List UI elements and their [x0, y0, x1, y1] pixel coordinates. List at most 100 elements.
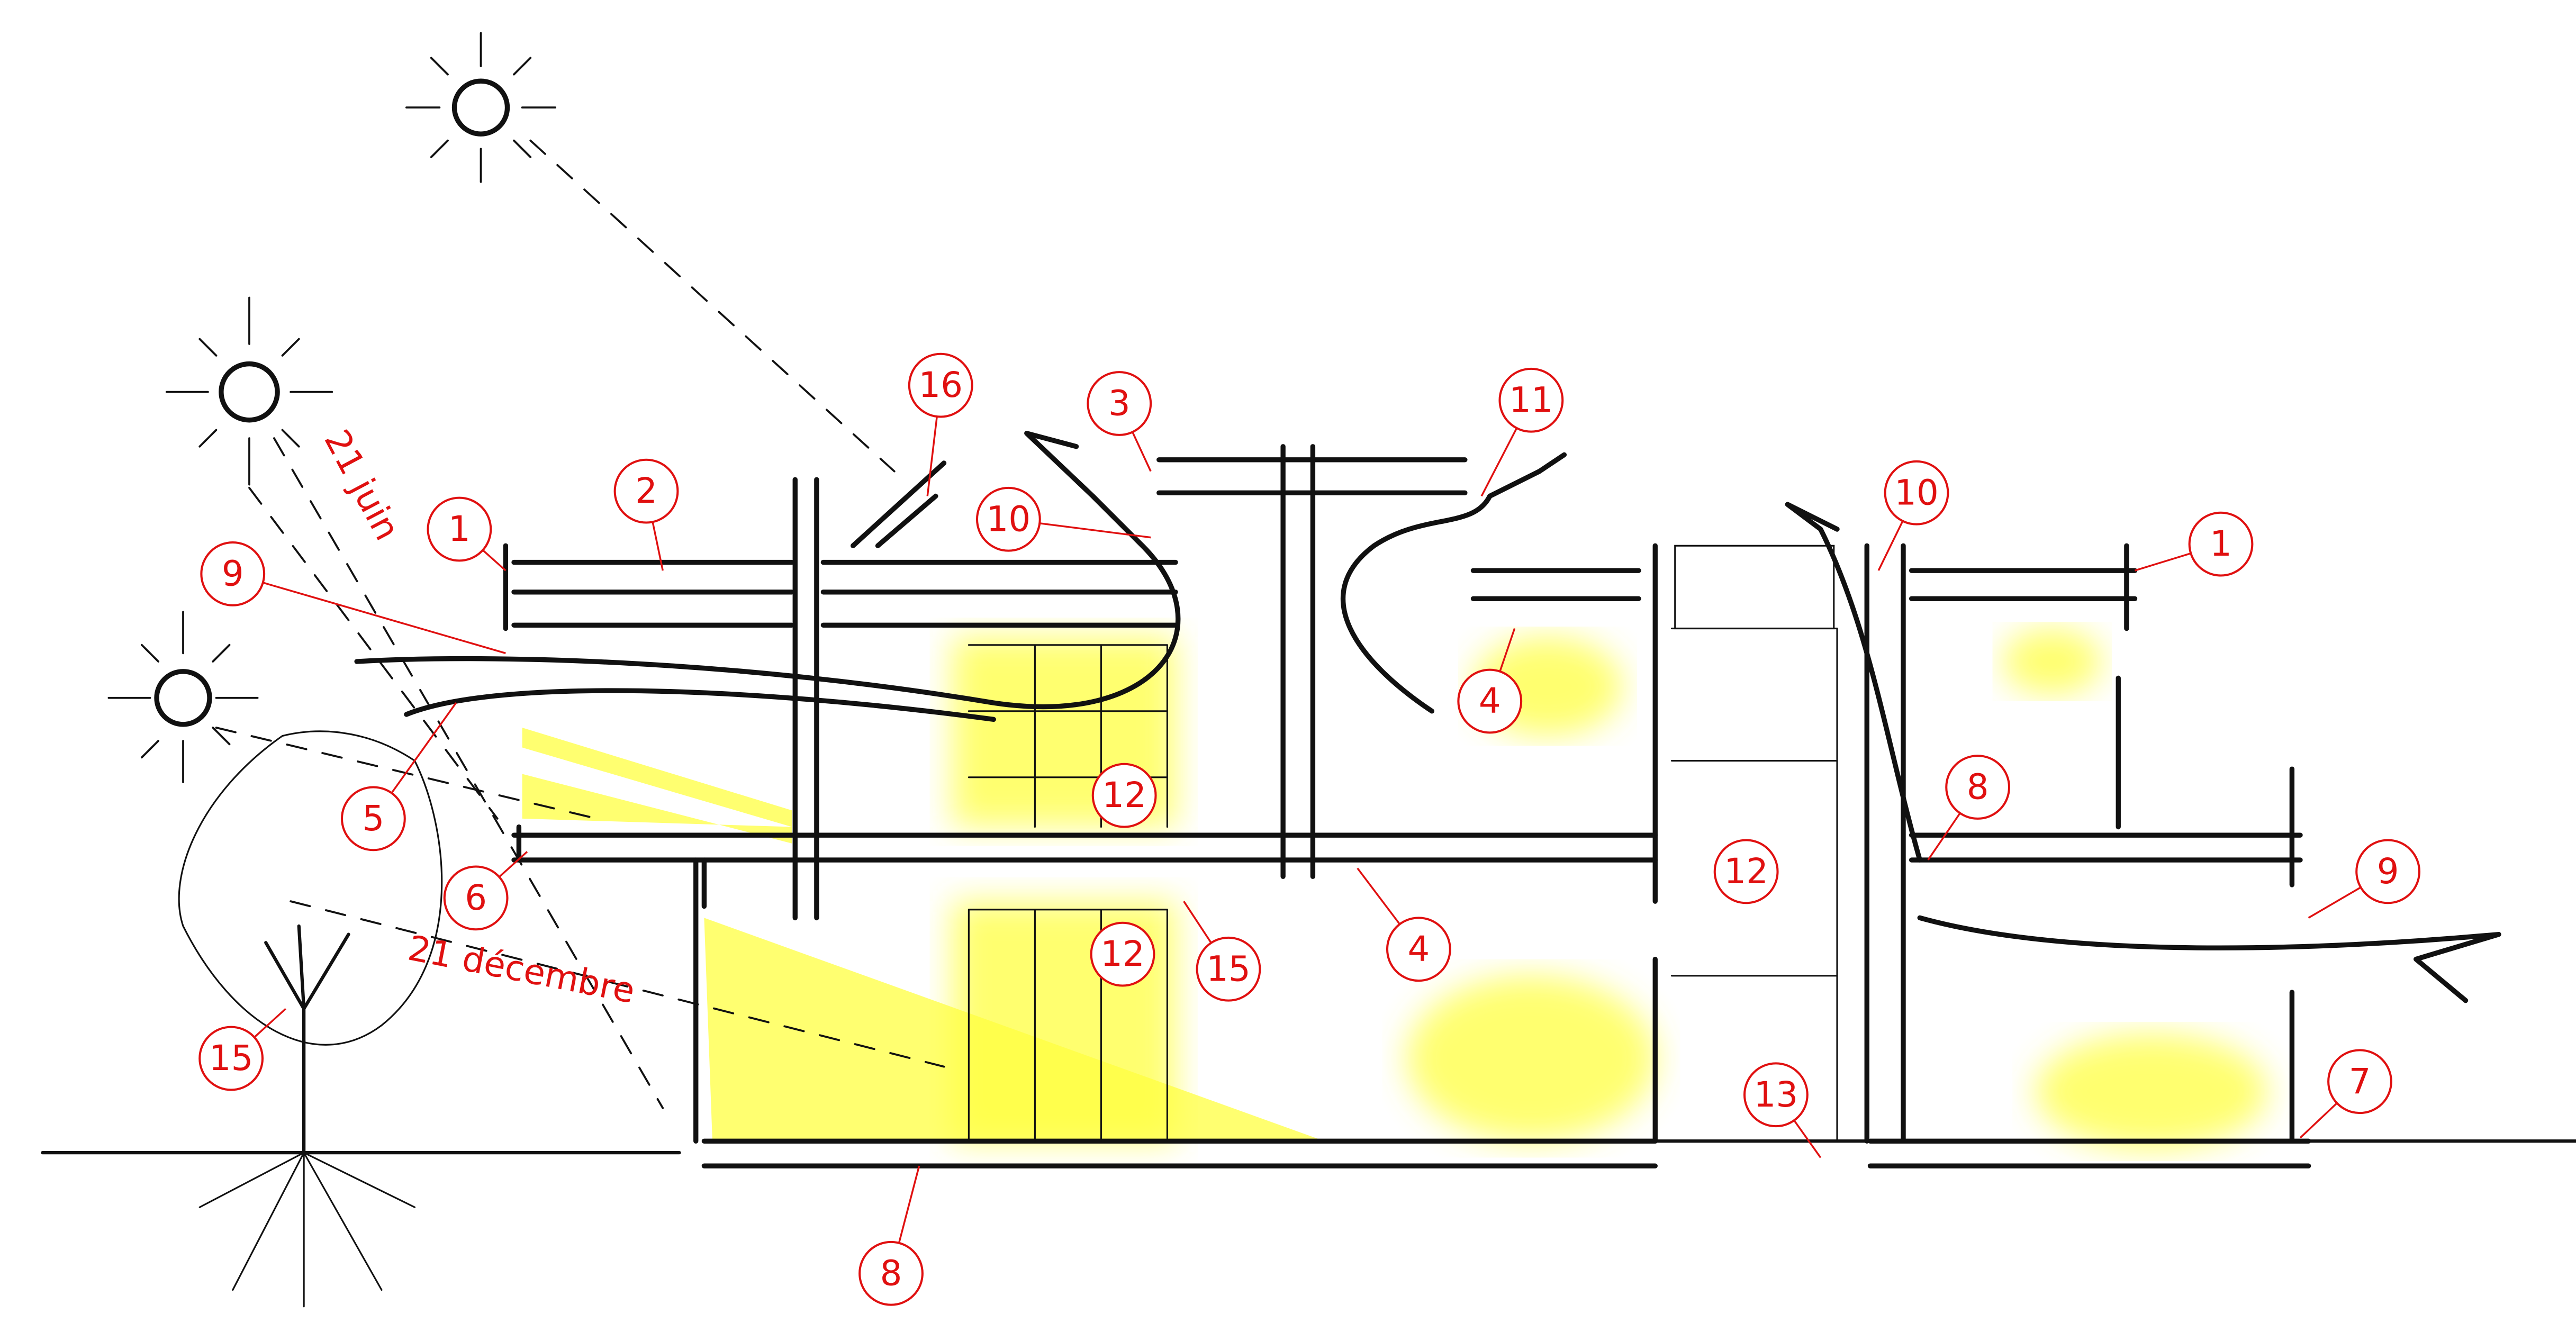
callout-leader-line — [1183, 901, 1212, 944]
callout-circle — [443, 865, 509, 931]
callout-circle — [2188, 511, 2254, 577]
callout-circle — [2327, 1049, 2392, 1114]
callout-number: 16 — [919, 365, 963, 405]
callout-label-12: 12 — [1713, 839, 1779, 904]
callout-circle — [1090, 921, 1155, 987]
callout-number: 5 — [363, 799, 385, 839]
sun-icon-june — [165, 296, 333, 486]
callout-leader-line — [1132, 431, 1152, 472]
callout-label-10: 10 — [975, 486, 1041, 552]
callout-leader-line — [652, 521, 664, 571]
summer-sun-label: 21 juin — [316, 423, 407, 547]
airflow-arrows — [354, 431, 2501, 1003]
callout-circle — [200, 541, 266, 606]
callout-label-8: 8 — [858, 1240, 924, 1306]
callout-label-5: 5 — [340, 786, 406, 851]
callout-number: 8 — [880, 1253, 902, 1293]
callout-label-8: 8 — [1945, 755, 2011, 820]
callout-leader-line — [2308, 886, 2362, 919]
callout-number: 2 — [635, 471, 657, 511]
callout-leader-line — [1499, 628, 1516, 672]
callout-circle — [975, 486, 1041, 552]
callout-label-2: 2 — [613, 458, 679, 524]
callout-label-6: 6 — [443, 865, 509, 931]
callout-circle — [1091, 763, 1157, 828]
daylight-patches — [522, 628, 2267, 1149]
callout-label-11: 11 — [1498, 367, 1564, 433]
callout-number: 8 — [1967, 767, 1989, 808]
callout-leader-line — [254, 1008, 286, 1038]
callout-number: 3 — [1108, 384, 1131, 424]
callout-number: 1 — [2210, 524, 2232, 564]
callout-number: 12 — [1102, 775, 1146, 815]
callout-number: 9 — [2377, 851, 2399, 892]
callout-circle — [1743, 1062, 1809, 1128]
solar-panel — [850, 460, 947, 548]
callout-circle — [340, 786, 406, 851]
callout-number: 12 — [1724, 851, 1768, 892]
callout-label-4: 4 — [1386, 917, 1451, 982]
callout-label-4: 4 — [1457, 668, 1523, 734]
callout-leader-line — [1480, 428, 1518, 497]
callout-number: 9 — [222, 554, 244, 594]
callout-number: 7 — [2349, 1062, 2371, 1102]
callout-circle — [908, 352, 973, 418]
callout-circle — [427, 496, 492, 562]
callout-circle — [198, 1026, 264, 1091]
callout-circle — [2355, 839, 2421, 904]
callout-circle — [613, 458, 679, 524]
sun-icon-december — [107, 611, 259, 783]
callout-circle — [1884, 460, 1949, 525]
building-structure — [503, 444, 2311, 1168]
callout-label-12: 12 — [1091, 763, 1157, 828]
callout-label-12: 12 — [1090, 921, 1155, 987]
callout-leader-line — [391, 702, 457, 794]
callout-circle — [1498, 367, 1564, 433]
callout-leader-line — [1927, 812, 1961, 860]
callout-leader-line — [499, 851, 528, 878]
callout-label-15: 15 — [198, 1026, 264, 1091]
callout-circle — [1457, 668, 1523, 734]
callout-circle — [1386, 917, 1451, 982]
callout-label-15: 15 — [1196, 936, 1261, 1002]
callout-label-1: 1 — [2188, 511, 2254, 577]
callout-circle — [1196, 936, 1261, 1002]
callout-label-1: 1 — [427, 496, 492, 562]
callout-leader-line — [1877, 520, 1904, 571]
callout-label-9: 9 — [200, 541, 266, 606]
callout-number: 4 — [1479, 681, 1501, 721]
tree — [178, 730, 443, 1308]
callout-number: 4 — [1408, 929, 1430, 969]
callout-label-10: 10 — [1884, 460, 1949, 525]
callout-label-3: 3 — [1087, 371, 1152, 436]
callout-number: 1 — [448, 509, 471, 549]
callout-number: 10 — [1894, 473, 1939, 513]
callout-leader-line — [482, 549, 507, 572]
callout-leader-line — [1357, 867, 1400, 925]
callout-number: 15 — [1206, 949, 1251, 989]
callout-leader-line — [2299, 1102, 2338, 1139]
callout-label-7: 7 — [2327, 1049, 2392, 1114]
callout-circle — [1945, 755, 2011, 820]
callout-label-9: 9 — [2355, 839, 2421, 904]
callout-leader-line — [2134, 552, 2191, 572]
callout-leader-line — [898, 1165, 920, 1244]
hatched-volume — [1674, 545, 1835, 630]
callout-leader-line — [1793, 1120, 1822, 1158]
callout-label-16: 16 — [908, 352, 973, 418]
callout-circle — [858, 1240, 924, 1306]
callout-leader-line — [263, 582, 506, 655]
callout-number: 6 — [465, 878, 487, 918]
callout-number: 15 — [209, 1038, 254, 1079]
sun-icon-high — [405, 32, 556, 183]
callout-circle — [1087, 371, 1152, 436]
callout-number: 10 — [987, 499, 1031, 539]
callout-number: 11 — [1509, 380, 1553, 420]
callout-leader-line — [1040, 522, 1151, 539]
callout-leader-line — [926, 416, 938, 496]
callout-number: 12 — [1100, 934, 1145, 974]
winter-sun-label: 21 décembre — [405, 928, 638, 1011]
callout-number: 13 — [1754, 1075, 1798, 1115]
